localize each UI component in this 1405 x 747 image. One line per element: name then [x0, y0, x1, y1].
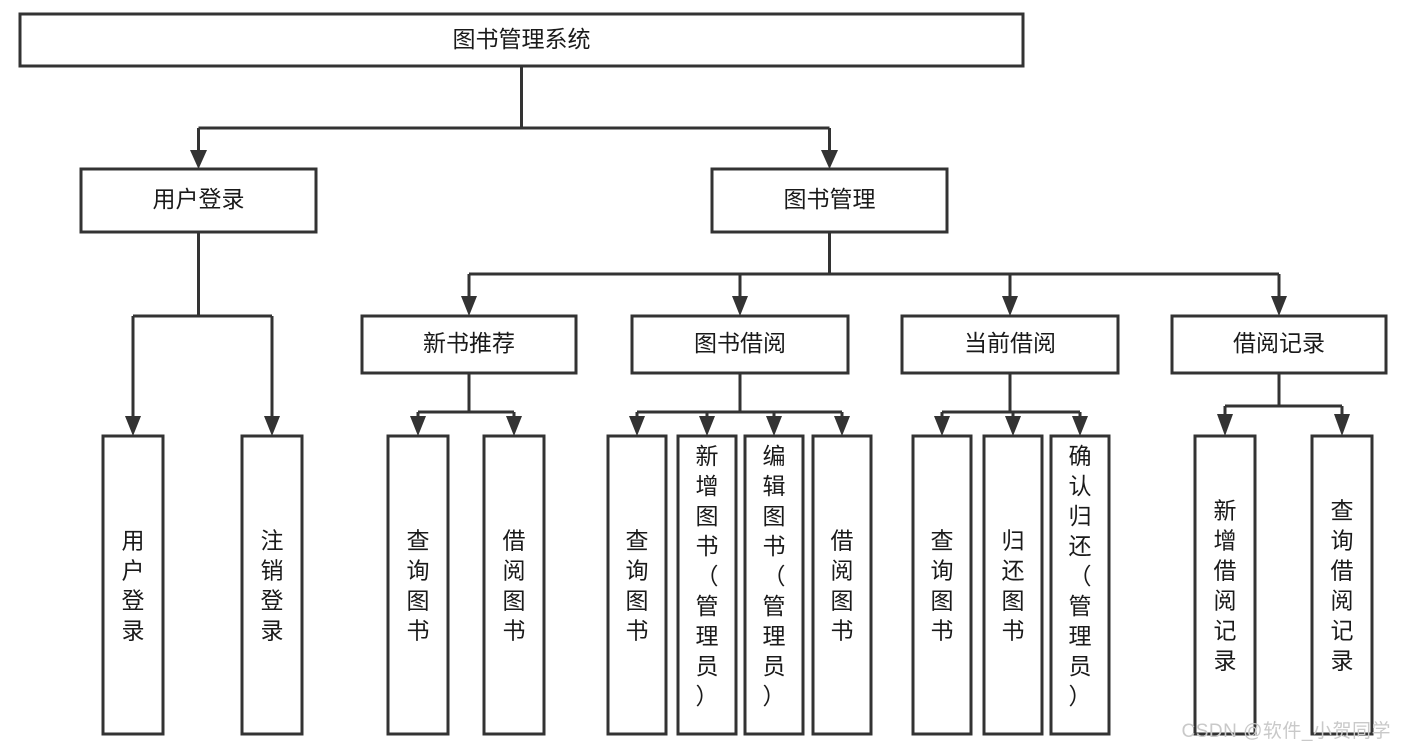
node-leaf-return-book-label: 归还图书	[1002, 527, 1025, 643]
node-current-borrow-label: 当前借阅	[964, 330, 1056, 356]
node-leaf-query-book-borrow-label: 查询图书	[626, 527, 649, 643]
node-leaf-user-login-label: 用户登录	[122, 527, 145, 643]
node-leaf-borrow-book-label: 借阅图书	[831, 527, 854, 643]
node-leaf-return-book[interactable]: 归还图书	[982, 434, 1044, 736]
node-leaf-query-book-recommend-box[interactable]	[386, 434, 450, 736]
node-leaf-add-book-admin[interactable]: 新增图书（管理员）	[676, 434, 738, 736]
node-leaf-user-login[interactable]: 用户登录	[101, 434, 165, 736]
arrow-user-login-to-leaf2	[264, 416, 280, 436]
node-user-login[interactable]: 用户登录	[79, 167, 318, 234]
arrow-bm-to-borrow-record	[1271, 296, 1287, 316]
node-leaf-query-book-borrow[interactable]: 查询图书	[606, 434, 668, 736]
node-user-login-box[interactable]	[79, 167, 318, 234]
node-leaf-query-book-current-box[interactable]	[911, 434, 973, 736]
node-leaf-query-borrow-record-label: 查询借阅记录	[1331, 497, 1354, 673]
leaf-nodes-layer: 用户登录 注销登录 查询图书 借阅图书 查询图书 新增图书（管理员）	[101, 434, 1374, 736]
node-new-book-recommend-box[interactable]	[360, 314, 578, 375]
node-leaf-query-book-current[interactable]: 查询图书	[911, 434, 973, 736]
node-leaf-query-book-recommend[interactable]: 查询图书	[386, 434, 450, 736]
node-borrow-record-box[interactable]	[1170, 314, 1388, 375]
arrow-new-book-to-leaf2	[506, 416, 522, 436]
node-book-borrow[interactable]: 图书借阅	[630, 314, 850, 375]
arrow-cb-to-leaf1	[934, 416, 950, 436]
arrow-cb-to-leaf2	[1005, 416, 1021, 436]
node-leaf-user-login-box[interactable]	[101, 434, 165, 736]
node-leaf-add-book-admin-label: 新增图书（管理员）	[696, 443, 719, 709]
connector-layer	[125, 66, 1350, 436]
csdn-watermark: CSDN @软件_小贺同学	[1181, 721, 1391, 742]
arrow-new-book-to-leaf1	[410, 416, 426, 436]
node-leaf-logout-login[interactable]: 注销登录	[240, 434, 304, 736]
node-leaf-query-borrow-record[interactable]: 查询借阅记录	[1310, 434, 1374, 736]
node-book-management-label: 图书管理	[784, 186, 876, 212]
arrow-root-to-book-management	[821, 150, 838, 169]
node-new-book-recommend-label: 新书推荐	[423, 330, 515, 356]
node-user-login-label: 用户登录	[153, 186, 245, 212]
node-leaf-borrow-book-recommend[interactable]: 借阅图书	[482, 434, 546, 736]
node-leaf-borrow-book[interactable]: 借阅图书	[811, 434, 873, 736]
arrow-bm-to-new-book	[461, 296, 477, 316]
node-root-label: 图书管理系统	[453, 26, 591, 52]
node-leaf-query-book-current-label: 查询图书	[931, 527, 954, 643]
node-leaf-add-borrow-record-label: 新增借阅记录	[1214, 497, 1237, 673]
node-root-box[interactable]	[18, 12, 1025, 68]
node-leaf-return-book-box[interactable]	[982, 434, 1044, 736]
arrow-bm-to-current-borrow	[1002, 296, 1018, 316]
node-leaf-edit-book-admin[interactable]: 编辑图书（管理员）	[743, 434, 805, 736]
node-borrow-record-label: 借阅记录	[1233, 330, 1325, 356]
node-leaf-confirm-return-admin-box[interactable]	[1049, 434, 1111, 736]
arrow-br-to-leaf2	[1334, 414, 1350, 436]
node-new-book-recommend[interactable]: 新书推荐	[360, 314, 578, 375]
arrow-bb-to-leaf2	[699, 416, 715, 436]
arrow-root-to-user-login	[190, 150, 207, 169]
node-leaf-query-book-borrow-box[interactable]	[606, 434, 668, 736]
node-leaf-add-borrow-record-box[interactable]	[1193, 434, 1257, 736]
arrow-bm-to-book-borrow	[732, 296, 748, 316]
arrow-bb-to-leaf4	[834, 416, 850, 436]
arrow-bb-to-leaf3	[766, 416, 782, 436]
node-borrow-record[interactable]: 借阅记录	[1170, 314, 1388, 375]
arrow-user-login-to-leaf1	[125, 416, 141, 436]
node-leaf-edit-book-admin-box[interactable]	[743, 434, 805, 736]
node-leaf-add-book-admin-box[interactable]	[676, 434, 738, 736]
node-leaf-borrow-book-box[interactable]	[811, 434, 873, 736]
node-leaf-borrow-book-recommend-label: 借阅图书	[503, 527, 526, 643]
node-leaf-confirm-return-admin-label: 确认归还（管理员）	[1069, 443, 1092, 709]
node-leaf-confirm-return-admin[interactable]: 确认归还（管理员）	[1049, 434, 1111, 736]
node-book-borrow-label: 图书借阅	[694, 330, 786, 356]
node-book-borrow-box[interactable]	[630, 314, 850, 375]
arrow-bb-to-leaf1	[629, 416, 645, 436]
node-root[interactable]: 图书管理系统	[18, 12, 1025, 68]
node-book-management-box[interactable]	[710, 167, 949, 234]
node-current-borrow-box[interactable]	[900, 314, 1120, 375]
node-leaf-logout-login-box[interactable]	[240, 434, 304, 736]
node-leaf-query-borrow-record-box[interactable]	[1310, 434, 1374, 736]
node-leaf-logout-login-label: 注销登录	[261, 527, 284, 643]
arrow-br-to-leaf1	[1217, 414, 1233, 436]
node-leaf-edit-book-admin-label: 编辑图书（管理员）	[763, 443, 786, 709]
arrow-cb-to-leaf3	[1072, 416, 1088, 436]
node-book-management[interactable]: 图书管理	[710, 167, 949, 234]
node-current-borrow[interactable]: 当前借阅	[900, 314, 1120, 375]
node-leaf-add-borrow-record[interactable]: 新增借阅记录	[1193, 434, 1257, 736]
node-leaf-query-book-recommend-label: 查询图书	[407, 527, 430, 643]
node-leaf-borrow-book-recommend-box[interactable]	[482, 434, 546, 736]
